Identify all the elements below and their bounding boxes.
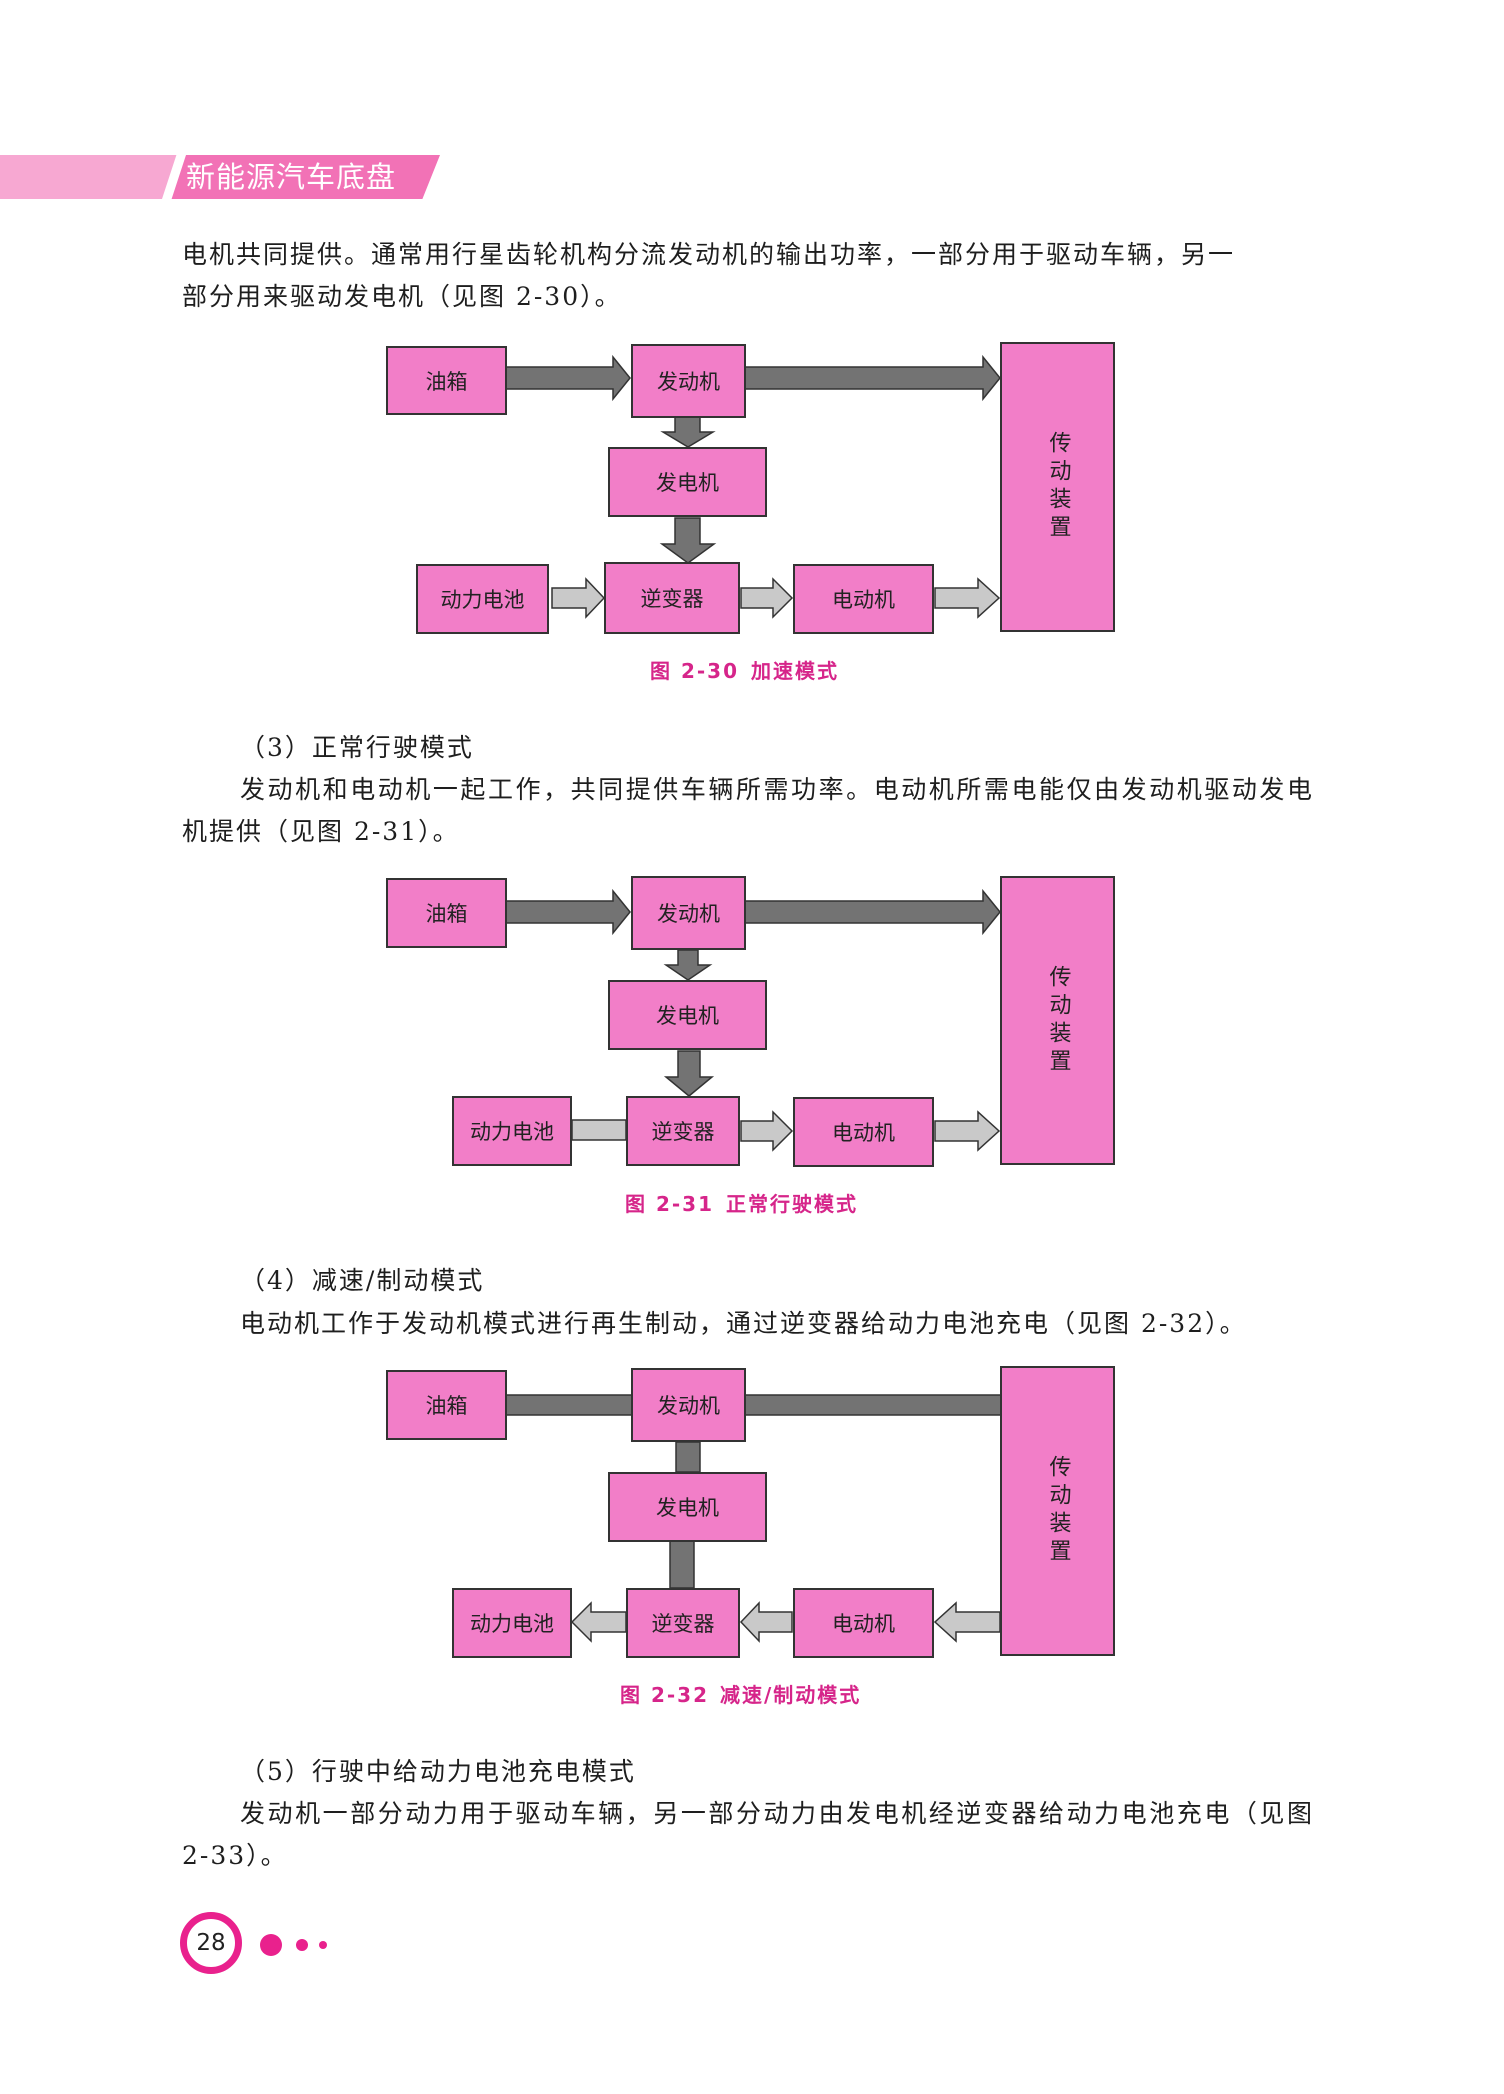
arrow-motor-to-inverter bbox=[739, 1601, 793, 1643]
arrow-battery-to-inverter bbox=[551, 577, 606, 619]
arrow-engine-to-generator bbox=[663, 949, 713, 981]
figure-caption-number: 图 2-30 bbox=[650, 659, 740, 683]
figure-caption-title: 加速模式 bbox=[751, 659, 839, 683]
generator-box: 发电机 bbox=[608, 980, 767, 1050]
engine-box: 发动机 bbox=[631, 876, 746, 950]
arrow-tank-to-engine bbox=[505, 888, 631, 936]
link-tank-to-engine bbox=[505, 1394, 633, 1416]
paragraph: 电动机工作于发动机模式进行再生制动，通过逆变器给动力电池充电（见图 2-32）。 bbox=[240, 1309, 1247, 1338]
arrow-generator-to-inverter bbox=[659, 517, 717, 564]
inverter-box: 逆变器 bbox=[604, 562, 740, 634]
figure-caption-title: 正常行驶模式 bbox=[726, 1192, 858, 1216]
fuel-tank-box: 油箱 bbox=[386, 346, 507, 415]
arrow-transmission-to-motor bbox=[933, 1601, 1001, 1643]
fuel-tank-box: 油箱 bbox=[386, 878, 507, 948]
motor-box: 电动机 bbox=[793, 1097, 934, 1167]
paragraph: 发动机一部分动力用于驱动车辆，另一部分动力由发电机经逆变器给动力电池充电（见图 … bbox=[182, 1799, 1314, 1870]
battery-box: 动力电池 bbox=[452, 1588, 572, 1658]
arrow-engine-to-transmission bbox=[744, 888, 1001, 936]
link-generator-to-inverter bbox=[669, 1540, 695, 1589]
transmission-box: 传动装置 bbox=[1000, 342, 1115, 632]
transmission-box: 传动装置 bbox=[1000, 1366, 1115, 1656]
transmission-label: 传动装置 bbox=[1045, 964, 1071, 1077]
transmission-label: 传动装置 bbox=[1045, 431, 1071, 543]
header-band-accent bbox=[0, 155, 180, 199]
transmission-label: 传动装置 bbox=[1045, 1455, 1071, 1567]
decorative-dot-medium bbox=[296, 1939, 308, 1951]
arrow-inverter-to-battery bbox=[570, 1601, 627, 1643]
figure-2-30-arrows bbox=[505, 354, 1001, 619]
section-heading: （3）正常行驶模式 bbox=[240, 733, 474, 762]
arrow-generator-to-inverter bbox=[663, 1050, 715, 1097]
fuel-tank-box: 油箱 bbox=[386, 1370, 507, 1440]
arrow-inverter-to-motor bbox=[740, 577, 794, 619]
paragraph: 发动机和电动机一起工作，共同提供车辆所需功率。电动机所需电能仅由发动机驱动发电机… bbox=[182, 775, 1314, 846]
engine-box: 发动机 bbox=[631, 1368, 746, 1442]
link-engine-to-transmission bbox=[744, 1394, 1002, 1416]
engine-box: 发动机 bbox=[631, 344, 746, 418]
battery-box: 动力电池 bbox=[452, 1096, 572, 1166]
page-number: 28 bbox=[196, 1930, 226, 1956]
paragraph-line: 电机共同提供。通常用行星齿轮机构分流发动机的输出功率，一部分用于驱动车辆，另一 bbox=[182, 240, 1236, 269]
generator-box: 发电机 bbox=[608, 447, 767, 517]
arrow-motor-to-transmission bbox=[934, 577, 1001, 619]
paragraph-line: 部分用来驱动发电机（见图 2-30）。 bbox=[182, 282, 622, 311]
generator-box: 发电机 bbox=[608, 1472, 767, 1542]
inverter-box: 逆变器 bbox=[626, 1096, 740, 1166]
arrow-engine-to-transmission bbox=[744, 354, 1001, 402]
page-number-badge: 28 bbox=[180, 1912, 242, 1974]
decorative-dot-small bbox=[319, 1941, 327, 1949]
motor-box: 电动机 bbox=[793, 564, 934, 634]
link-engine-to-generator bbox=[675, 1441, 701, 1473]
arrow-engine-to-generator bbox=[660, 416, 716, 448]
book-title: 新能源汽车底盘 bbox=[186, 160, 397, 194]
figure-2-31-arrows bbox=[505, 888, 1001, 1152]
arrow-inverter-to-motor bbox=[740, 1110, 794, 1152]
arrow-motor-to-transmission bbox=[934, 1110, 1001, 1152]
section-heading: （4）减速/制动模式 bbox=[240, 1266, 485, 1295]
battery-box: 动力电池 bbox=[416, 564, 549, 634]
figure-caption-title: 减速/制动模式 bbox=[720, 1683, 862, 1707]
section-heading: （5）行驶中给动力电池充电模式 bbox=[240, 1757, 636, 1786]
inverter-box: 逆变器 bbox=[626, 1588, 740, 1658]
figure-caption-number: 图 2-31 bbox=[625, 1192, 715, 1216]
arrow-tank-to-engine bbox=[505, 354, 631, 402]
figure-2-32-arrows bbox=[505, 1394, 1002, 1643]
figure-caption-number: 图 2-32 bbox=[620, 1683, 710, 1707]
transmission-box: 传动装置 bbox=[1000, 876, 1115, 1165]
decorative-dot-large bbox=[260, 1934, 282, 1956]
motor-box: 电动机 bbox=[793, 1588, 934, 1658]
